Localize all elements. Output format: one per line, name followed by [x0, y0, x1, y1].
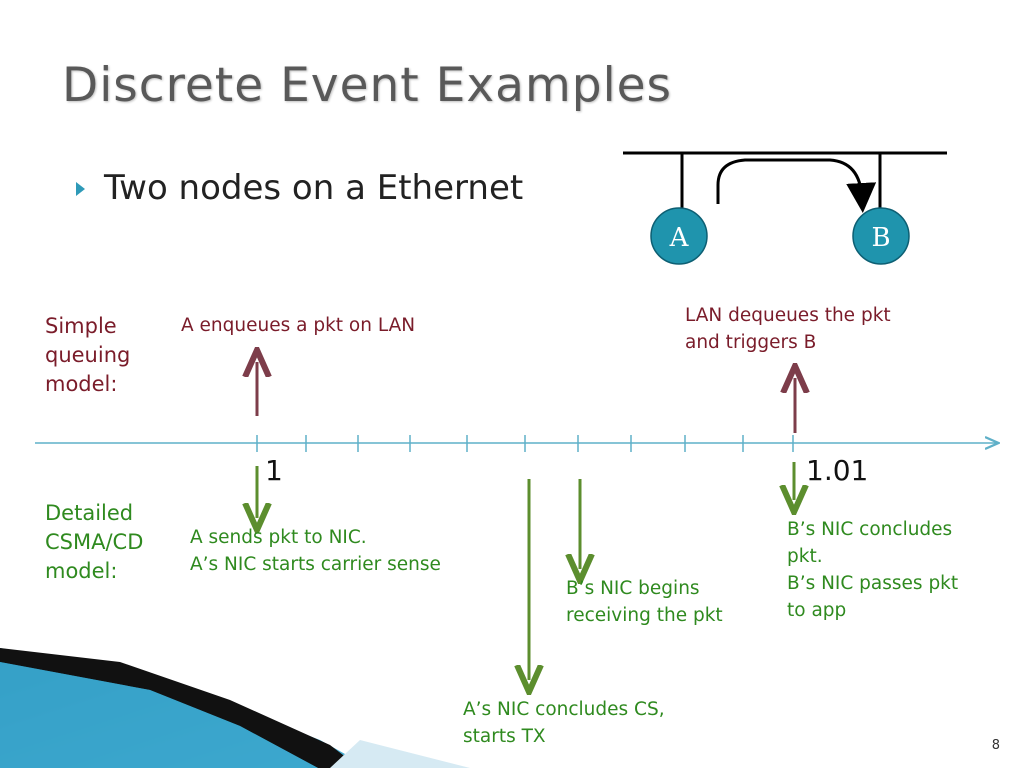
text-line: B’s NIC begins [566, 578, 700, 599]
text-line: A’s NIC starts carrier sense [190, 554, 441, 575]
event-begin-receive-text: B’s NIC begins receiving the pkt [566, 575, 723, 629]
packet-path-arrow [716, 158, 877, 213]
page-title: Discrete Event Examples [62, 58, 673, 113]
event-concludes-cs-text: A’s NIC concludes CS, starts TX [463, 696, 665, 750]
node-b-circle [852, 207, 910, 265]
text-line: receiving the pkt [566, 605, 723, 626]
label-line: CSMA/CD [45, 530, 144, 554]
text-line: A enqueues a pkt on LAN [181, 315, 416, 336]
event-send-to-nic-text: A sends pkt to NIC. A’s NIC starts carri… [190, 524, 441, 578]
text-line: starts TX [463, 726, 546, 747]
timeline-ticks [256, 435, 794, 452]
page-number: 8 [991, 738, 1000, 753]
node-b-label: B [871, 223, 890, 253]
node-a-circle [650, 207, 708, 265]
label-line: Simple [45, 314, 117, 338]
tick-label-end: 1.01 [806, 454, 869, 487]
node-a-label: A [669, 223, 690, 253]
text-line: LAN dequeues the pkt [685, 305, 891, 326]
tick-label-start: 1 [265, 454, 283, 487]
bullet-arrow-icon [76, 182, 85, 196]
event-concludes-pkt-text: B’s NIC concludes pkt. B’s NIC passes pk… [787, 516, 958, 624]
label-line: queuing [45, 343, 131, 367]
label-line: Detailed [45, 501, 134, 525]
event-enqueue-text: A enqueues a pkt on LAN [181, 312, 415, 339]
label-line: model: [45, 372, 118, 396]
text-line: B’s NIC concludes [787, 519, 953, 540]
text-line: A sends pkt to NIC. [190, 527, 367, 548]
text-line: pkt. [787, 546, 823, 567]
text-line: B’s NIC passes pkt [787, 573, 959, 594]
bullet-text: Two nodes on a Ethernet [104, 168, 524, 208]
text-line: and triggers B [685, 332, 817, 353]
text-line: A’s NIC concludes CS, [463, 699, 665, 720]
simple-model-label: Simple queuing model: [45, 312, 130, 399]
detailed-model-label: Detailed CSMA/CD model: [45, 499, 143, 586]
text-line: to app [787, 600, 847, 621]
label-line: model: [45, 559, 118, 583]
event-dequeue-text: LAN dequeues the pkt and triggers B [685, 302, 891, 356]
